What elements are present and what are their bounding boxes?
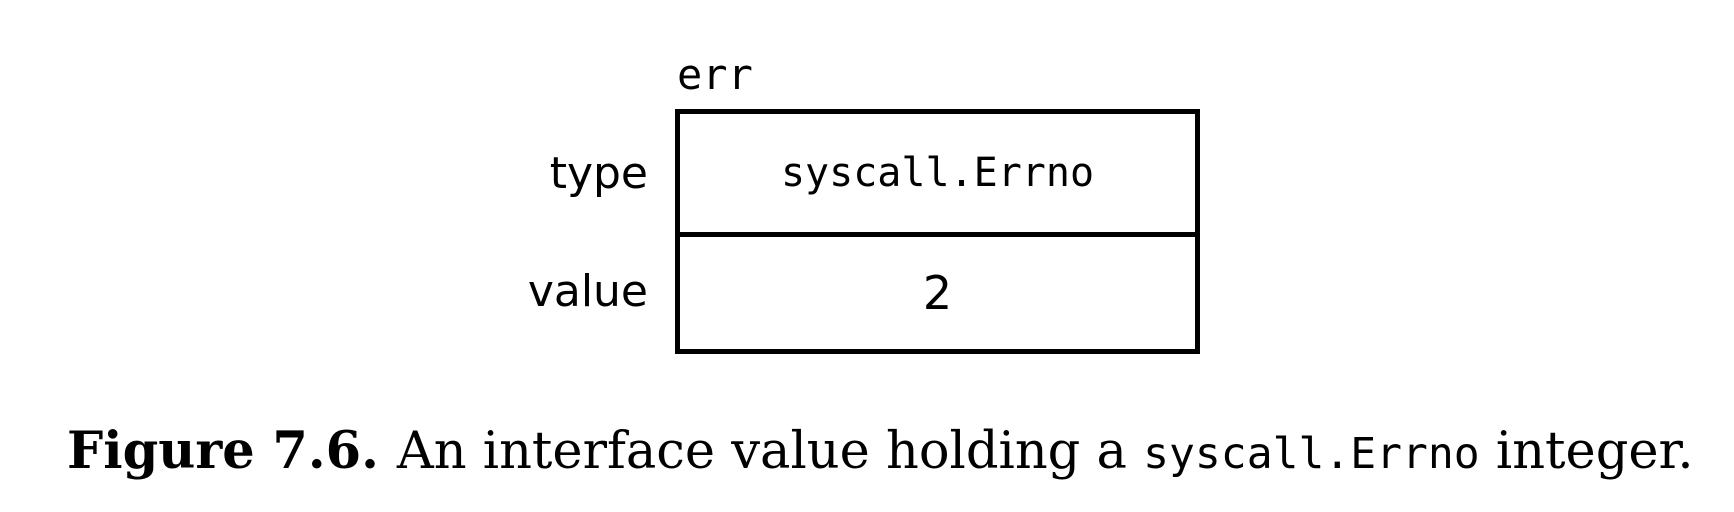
interface-value-box: syscall.Errno 2 — [675, 109, 1200, 354]
caption-text-before: An interface value holding a — [396, 422, 1144, 481]
value-cell: 2 — [680, 237, 1195, 349]
row-label-type: type — [549, 148, 648, 199]
row-label-value: value — [527, 266, 648, 317]
caption-text-after: integer. — [1479, 422, 1694, 481]
value-cell-text: 2 — [922, 266, 953, 320]
type-cell-text: syscall.Errno — [780, 150, 1095, 196]
type-cell: syscall.Errno — [680, 114, 1195, 237]
figure-caption: Figure 7.6.An interface value holding a … — [67, 418, 1694, 487]
variable-name: err — [677, 50, 753, 99]
figure-number: Figure 7.6. — [67, 421, 379, 481]
caption-code: syscall.Errno — [1143, 429, 1480, 479]
